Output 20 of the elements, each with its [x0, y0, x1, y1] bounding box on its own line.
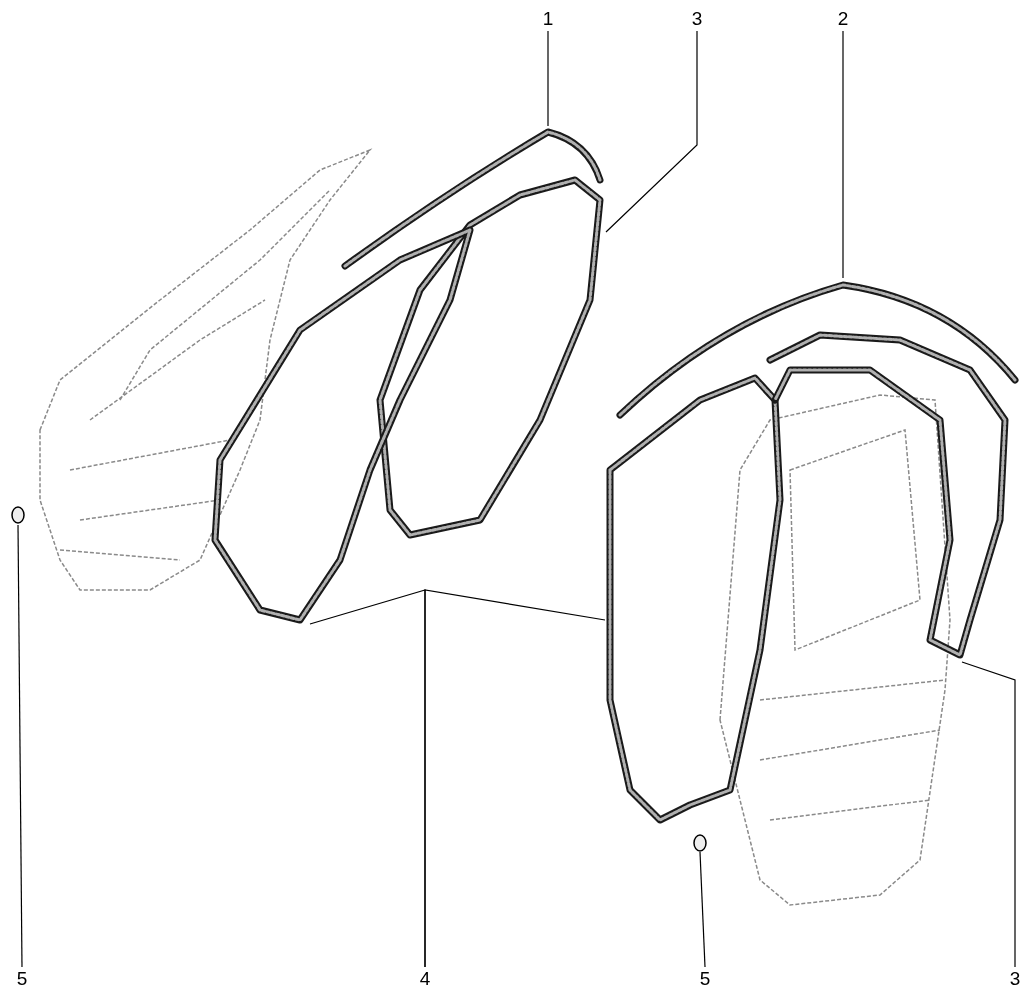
callout-number: 5	[12, 968, 32, 990]
leader-line	[961, 661, 1016, 968]
callout-number: 3	[1005, 968, 1025, 990]
plug-drawing	[692, 834, 708, 852]
leader-line	[842, 30, 844, 279]
callout-number: 1	[538, 8, 558, 30]
callout-number: 3	[687, 8, 707, 30]
leader-line	[17, 524, 23, 968]
leader-line	[605, 30, 698, 233]
door-seal-drawing	[763, 330, 1010, 662]
leader-line	[424, 589, 606, 968]
door-seal-drawing	[211, 226, 474, 624]
door-seal-drawing	[605, 373, 784, 825]
leader-line	[699, 851, 706, 968]
plug-drawing	[10, 505, 26, 525]
leader-line	[547, 30, 549, 127]
callout-number: 5	[695, 968, 715, 990]
door-seal-drawing	[376, 176, 606, 539]
callout-number: 4	[415, 968, 435, 990]
callout-number: 2	[833, 8, 853, 30]
